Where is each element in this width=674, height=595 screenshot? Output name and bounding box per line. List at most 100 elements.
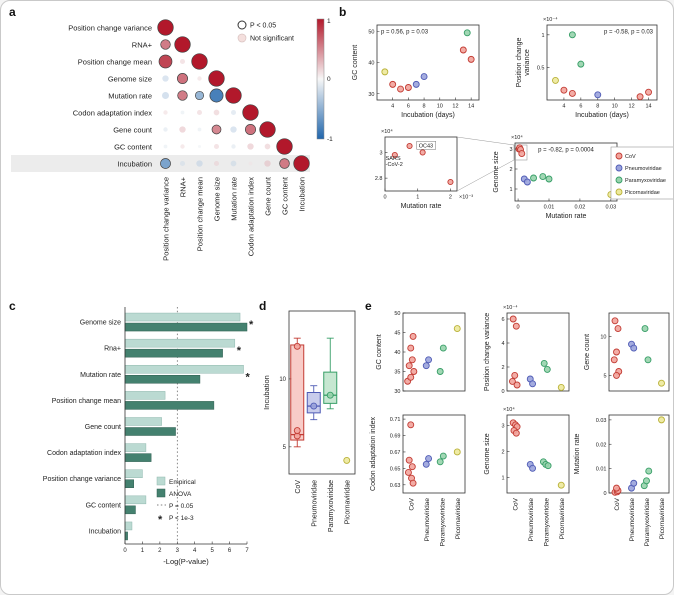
matrix-col-label: Gene count — [264, 176, 273, 216]
bar-category-label: Gene count — [85, 424, 121, 431]
x-axis-label: Incubation (days) — [401, 112, 455, 119]
point-Paramyxoviridae — [436, 458, 444, 466]
legend-significant-marker — [237, 20, 247, 30]
chart-text: 0 — [603, 491, 606, 497]
matrix-col-label: GC content — [281, 176, 290, 215]
corr-cell — [279, 158, 290, 169]
chart-text: 0 — [123, 548, 127, 554]
bar-anova — [124, 453, 152, 462]
matrix-col-label: Codon adaptation index — [247, 177, 256, 256]
label-box — [416, 141, 436, 150]
point-CoV — [447, 178, 454, 186]
zoom-connector — [456, 159, 515, 192]
chart-text: 0 — [327, 76, 331, 83]
corr-cell — [230, 160, 237, 167]
point-Pneumoviridae — [412, 80, 420, 88]
legend-star: * — [158, 514, 163, 526]
corr-cell — [244, 123, 257, 136]
chart-text: 3 — [501, 423, 504, 429]
chart-text: 0 — [501, 389, 504, 395]
point-CoV — [409, 479, 417, 487]
point-CoV — [410, 368, 418, 375]
axes-box — [506, 312, 570, 392]
matrix-col-label: Incubation — [298, 177, 307, 212]
category-label: Picornaviridae — [344, 480, 351, 524]
y-exponent: ×10⁴ — [503, 406, 515, 413]
point-Pneumoviridae — [310, 402, 318, 410]
correlation-annotation: p = -0.58, p = 0.03 — [604, 30, 654, 36]
point-Paramyxoviridae — [641, 325, 649, 333]
corr-cell — [264, 160, 271, 167]
category-label: Picornaviridae — [659, 498, 666, 540]
chart-text: 10 — [612, 104, 618, 110]
chart-text: 6 — [501, 317, 504, 323]
y-axis-label: Gene count — [584, 334, 591, 370]
bar-anova — [124, 375, 201, 384]
point-label: SARS — [386, 156, 401, 162]
chart-text: 0.03 — [605, 205, 616, 211]
bar-empirical — [124, 521, 133, 531]
bar-anova — [124, 505, 136, 515]
corr-cell — [163, 127, 168, 132]
axes-box — [402, 414, 466, 494]
y-axis-label: Position change variance — [484, 313, 491, 391]
point-CoV — [518, 150, 526, 158]
chart-text: 2 — [449, 195, 452, 201]
point-Pneumoviridae — [529, 464, 537, 472]
corr-cell — [264, 143, 271, 150]
category-label: Paramyxoviridae — [543, 498, 550, 547]
chart-text: 0.5 — [537, 65, 545, 71]
category-label: Paramyxoviridae — [439, 498, 446, 547]
point-Pneumoviridae — [422, 362, 430, 370]
pvalue-bar-chart: Genome size*Rna+*Mutation rate*Position … — [43, 307, 254, 566]
chart-text: 2.8 — [375, 176, 383, 182]
point-CoV — [408, 356, 416, 364]
point-Picornaviridae — [453, 448, 461, 456]
point-Paramyxoviridae — [463, 29, 471, 37]
category-label: CoV — [614, 497, 621, 510]
point-CoV — [419, 149, 426, 156]
corr-cell — [157, 19, 174, 36]
point-CoV — [568, 90, 576, 97]
bar-chart: Genome size*Rna+*Mutation rate*Position … — [43, 307, 254, 566]
point-Picornaviridae — [381, 68, 389, 76]
chart-text: 2 — [501, 449, 504, 455]
category-label: Paramyxoviridae — [644, 498, 651, 547]
axes-box — [608, 312, 670, 392]
corr-cell — [196, 160, 203, 167]
point-Paramyxoviridae — [539, 173, 547, 181]
chart-text: 3 — [176, 548, 180, 554]
corr-cell — [160, 39, 171, 50]
matrix-row-label: Position change mean — [78, 58, 152, 67]
point-Pneumoviridae — [630, 344, 638, 352]
point-label: OC43 — [419, 143, 433, 149]
chart-text: 35 — [394, 370, 400, 376]
chart-text: 0.02 — [575, 205, 586, 211]
bar-category-label: Incubation — [89, 528, 121, 535]
bar-category-label: Genome size — [80, 320, 121, 327]
corr-cell — [209, 88, 224, 103]
corr-cell — [259, 121, 276, 138]
box-CoV — [290, 344, 305, 441]
corr-cell — [276, 138, 293, 155]
corr-cell — [179, 126, 186, 133]
point-CoV — [610, 356, 618, 364]
chart-text: 0.01 — [544, 205, 555, 211]
legend-label: Empirical — [169, 479, 196, 486]
corr-cell — [163, 144, 168, 149]
legend-label: Paramyxoviridae — [625, 178, 666, 184]
matrix-col-label: Genome size — [213, 177, 222, 221]
point-Picornaviridae — [557, 383, 565, 391]
point-Paramyxoviridae — [436, 368, 444, 375]
point-Pneumoviridae — [529, 380, 537, 388]
matrix-col-label: Position change mean — [196, 177, 205, 251]
chart-text: 8 — [423, 104, 426, 110]
matrix-row-label: GC content — [114, 143, 153, 152]
chart-text: 0.65 — [390, 466, 401, 472]
